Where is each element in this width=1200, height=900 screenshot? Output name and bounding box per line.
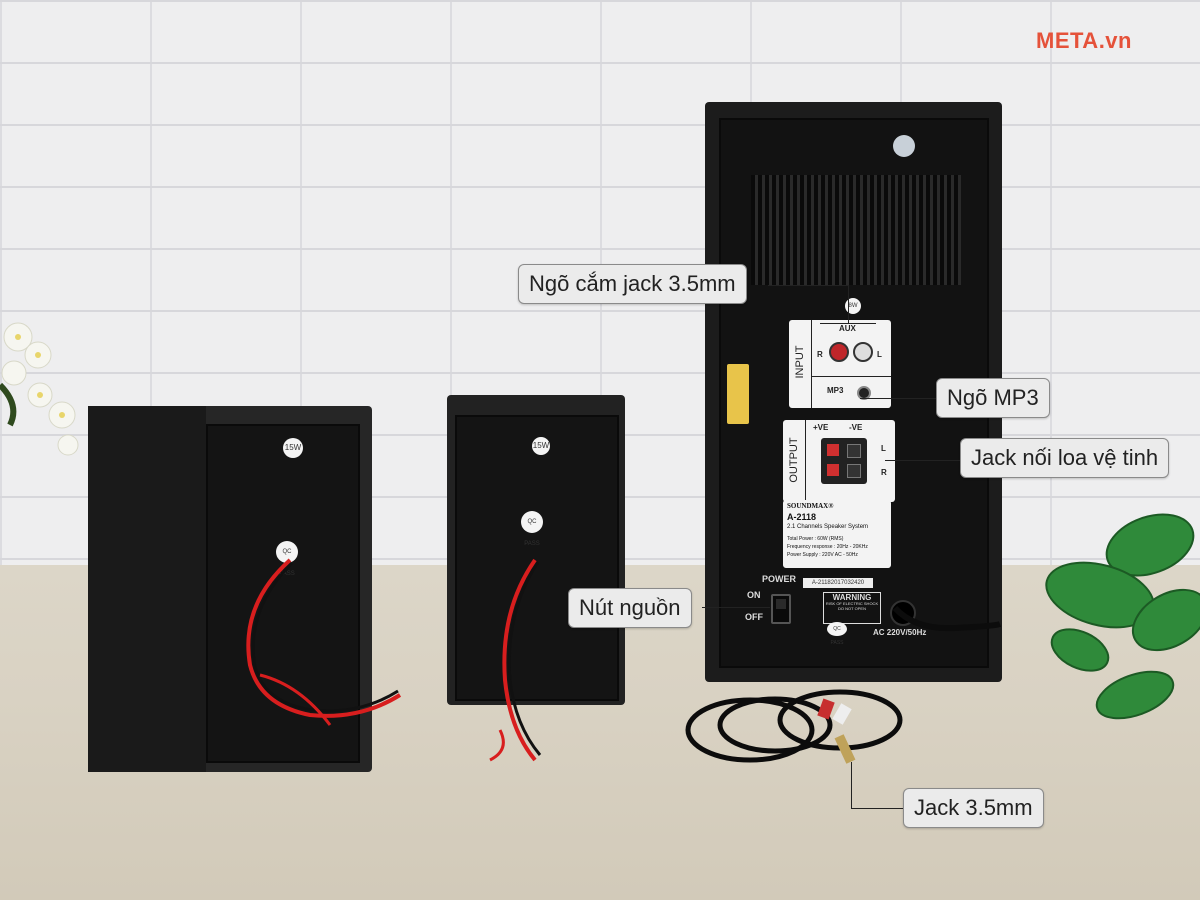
- mic-logo: [893, 135, 915, 157]
- callout-satellite: Jack nối loa vệ tinh: [960, 438, 1170, 478]
- spec-label: SOUNDMAX® A-2118 2.1 Channels Speaker Sy…: [783, 500, 891, 568]
- heatsink: [751, 175, 961, 285]
- callout-aux-jack: Ngõ cắm jack 3.5mm: [518, 264, 747, 304]
- output-panel: OUTPUT +VE -VE L R: [783, 420, 895, 502]
- leader-power: [702, 607, 770, 608]
- leader-satellite: [885, 460, 965, 461]
- leader-aux-h2: [820, 323, 876, 324]
- off-label: OFF: [745, 612, 763, 622]
- warning-label: WARNING RISK OF ELECTRIC SHOCK DO NOT OP…: [823, 592, 881, 624]
- neg-label: -VE: [849, 423, 863, 432]
- satellite-left-side: [88, 406, 206, 772]
- power-switch[interactable]: [771, 594, 791, 624]
- speaker-wire-right: [489, 558, 542, 762]
- leader-aux-v: [848, 285, 849, 323]
- serial-label: A-21182017032420: [803, 578, 873, 588]
- model-name: A-2118: [787, 512, 817, 522]
- pos-label: +VE: [813, 423, 829, 432]
- input-label: INPUT: [794, 345, 806, 379]
- brand-name: SOUNDMAX®: [787, 502, 834, 510]
- satellite-speaker-right: 15W QC PASS: [447, 395, 625, 705]
- satellite-right-back-panel: [455, 415, 619, 701]
- watt-sticker: 15W: [532, 437, 550, 455]
- qc-sticker: QC PASS: [276, 541, 298, 577]
- mp3-label: MP3: [827, 386, 844, 395]
- callout-cable: Jack 3.5mm: [903, 788, 1044, 828]
- subwoofer: 8W INPUT AUX R L MP3 OUTPUT +VE -VE L R: [705, 102, 1002, 682]
- on-label: ON: [747, 590, 761, 600]
- watt-sticker: 8W: [845, 298, 861, 314]
- warning-sub: RISK OF ELECTRIC SHOCK DO NOT OPEN: [825, 601, 879, 611]
- aux-l-label: L: [877, 350, 882, 359]
- aux-jack-red[interactable]: [829, 342, 849, 362]
- yellow-sticker: [727, 364, 749, 424]
- leader-cable-h: [851, 808, 903, 809]
- plant: [1045, 513, 1200, 720]
- spec-freq: Frequency response : 20Hz - 20KHz: [787, 544, 868, 550]
- qc-sticker: QC PASS: [521, 511, 543, 547]
- output-label: OUTPUT: [788, 437, 800, 483]
- input-panel: INPUT AUX R L MP3: [789, 320, 891, 408]
- aux-jack-white[interactable]: [853, 342, 873, 362]
- aux-label: AUX: [839, 324, 856, 333]
- power-cord: [892, 605, 1002, 632]
- terminal-block[interactable]: [821, 438, 867, 484]
- rca-cable: [685, 689, 903, 764]
- spec-power: Total Power : 60W (RMS): [787, 536, 844, 542]
- leader-mp3: [860, 398, 936, 399]
- speaker-wire-left: [246, 558, 402, 726]
- leader-cable-v: [851, 762, 852, 808]
- flowers: [0, 322, 79, 456]
- spec-supply: Power Supply : 220V AC - 50Hz: [787, 552, 858, 558]
- qc-sticker: QC PASS: [827, 622, 847, 646]
- warning-title: WARNING: [832, 593, 872, 602]
- mp3-jack[interactable]: [857, 386, 871, 400]
- callout-power: Nút nguồn: [568, 588, 692, 628]
- callout-mp3: Ngõ MP3: [936, 378, 1050, 418]
- power-label: POWER: [762, 574, 797, 584]
- watt-sticker: 15W: [283, 438, 303, 458]
- watermark: META.vn: [1036, 28, 1132, 53]
- out-r-label: R: [881, 468, 887, 477]
- aux-r-label: R: [817, 350, 823, 359]
- ac-label: AC 220V/50Hz: [873, 628, 927, 637]
- out-l-label: L: [881, 444, 886, 453]
- system-name: 2.1 Channels Speaker System: [787, 524, 869, 530]
- leader-aux: [768, 285, 848, 286]
